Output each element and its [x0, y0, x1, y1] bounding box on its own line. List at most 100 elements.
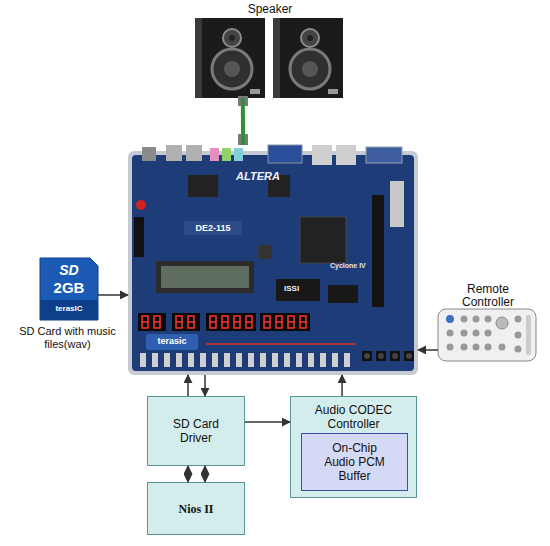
node-text: 2GB [40, 279, 98, 296]
fpga-board-illustration [188, 316, 194, 328]
fpga-board-illustration [284, 353, 290, 367]
chip-label: Cyclone IV [330, 262, 390, 269]
fpga-board-illustration [176, 316, 182, 328]
fpga-board-illustration [376, 351, 386, 361]
node-text: SD Card Driver [161, 417, 231, 445]
speaker-illustration [229, 35, 235, 41]
fpga-board-illustration [336, 145, 356, 165]
cable-plug [238, 134, 248, 145]
fpga-board-illustration [176, 353, 182, 367]
speaker-illustration [195, 18, 202, 98]
fpga-board-illustration [140, 353, 146, 367]
fpga-board-illustration [152, 353, 158, 367]
speaker-illustration [328, 89, 338, 94]
fpga-board-illustration [154, 316, 160, 328]
fpga-board-illustration [264, 316, 270, 328]
fpga-board-illustration [210, 148, 219, 161]
speaker-group: Speaker [190, 2, 350, 98]
fpga-board-illustration [156, 261, 254, 293]
fpga-board-illustration [184, 221, 242, 235]
remote-illustration [438, 309, 536, 361]
remote-illustration [447, 344, 454, 351]
speaker-illustration [273, 18, 343, 98]
fpga-board-illustration [222, 148, 231, 161]
fpga-board-illustration [166, 145, 182, 161]
fpga-board-illustration [234, 148, 243, 161]
fpga-board-illustration [392, 353, 398, 359]
speaker-illustration [273, 18, 280, 98]
fpga-board-illustration [390, 181, 404, 227]
fpga-board-illustration [128, 151, 418, 375]
fpga-board-illustration [161, 266, 249, 288]
connector-arrow [98, 294, 128, 296]
speaker-illustration [307, 35, 313, 41]
fpga-board-illustration [234, 316, 240, 328]
node-text: On-Chip Audio PCM Buffer [319, 441, 391, 483]
speaker-illustration [302, 61, 318, 77]
remote-illustration [446, 315, 454, 323]
fpga-board-illustration [222, 316, 228, 328]
fpga-board-illustration [172, 313, 200, 331]
fpga-board-illustration [260, 313, 310, 331]
fpga-board-illustration [258, 245, 272, 259]
node-text: terasIC [40, 304, 98, 313]
remote-illustration [473, 316, 480, 323]
fpga-board-illustration [134, 217, 144, 257]
fpga-board-illustration [390, 351, 400, 361]
fpga-board-illustration [372, 195, 384, 307]
node-text: SD Card with music files(wav) [10, 325, 125, 351]
fpga-board-illustration [236, 353, 242, 367]
fpga-board-illustration [188, 353, 194, 367]
remote-illustration [515, 346, 522, 353]
fpga-board-illustration [200, 353, 206, 367]
connector-arrow [204, 466, 206, 482]
fpga-board-illustration [210, 316, 216, 328]
chip-label: ISSI [284, 284, 314, 293]
fpga-board-illustration [186, 145, 202, 161]
fpga-board-illustration [272, 353, 278, 367]
fpga-board-illustration [300, 316, 306, 328]
speaker-illustration [195, 18, 343, 98]
fpga-board-illustration [404, 351, 414, 361]
fpga-board-illustration [260, 353, 266, 367]
fpga-board-illustration [328, 285, 358, 303]
fpga-board-illustration [136, 200, 146, 210]
remote-illustration [526, 315, 531, 355]
fpga-board-illustration [320, 353, 326, 367]
fpga-board-illustration [300, 217, 346, 263]
remote-illustration [461, 316, 468, 323]
fpga-board-illustration [146, 334, 198, 350]
remote-controller: Remote Controller [438, 283, 538, 368]
connector-arrow [341, 375, 343, 396]
sd-card-illustration [40, 258, 98, 320]
fpga-board-illustration [364, 353, 370, 359]
fpga-board-illustration [142, 316, 148, 328]
audio-cable [241, 98, 245, 145]
node-text: Remote Controller [452, 283, 524, 309]
process-box: Audio CODEC ControllerOn-Chip Audio PCM … [290, 396, 417, 498]
connector-arrow [187, 466, 189, 482]
fpga-board-illustration [248, 353, 254, 367]
sd-card-illustration [40, 258, 98, 320]
fpga-board-illustration [164, 353, 170, 367]
speaker-illustration [250, 89, 260, 94]
fpga-board-illustration [138, 313, 166, 331]
fpga-board-illustration [362, 351, 372, 361]
speaker-illustration [224, 61, 240, 77]
speaker-illustration [223, 29, 241, 47]
fpga-board-illustration [268, 145, 302, 163]
speaker-illustration [212, 49, 252, 89]
fpga-board-illustration [142, 147, 156, 161]
node-text: Audio CODEC Controller [298, 403, 410, 431]
remote-illustration [515, 332, 522, 339]
remote-illustration [496, 317, 508, 329]
node-text: SD [40, 262, 98, 278]
fpga-board-illustration [246, 316, 252, 328]
node-text: DE2-115 [186, 223, 240, 233]
fpga-board-illustration [332, 353, 338, 367]
fpga-board-illustration [128, 145, 418, 375]
process-box: Nios II [147, 482, 245, 535]
sd-card: SD2GB terasIC SD Card with music files(wav… [10, 255, 125, 350]
